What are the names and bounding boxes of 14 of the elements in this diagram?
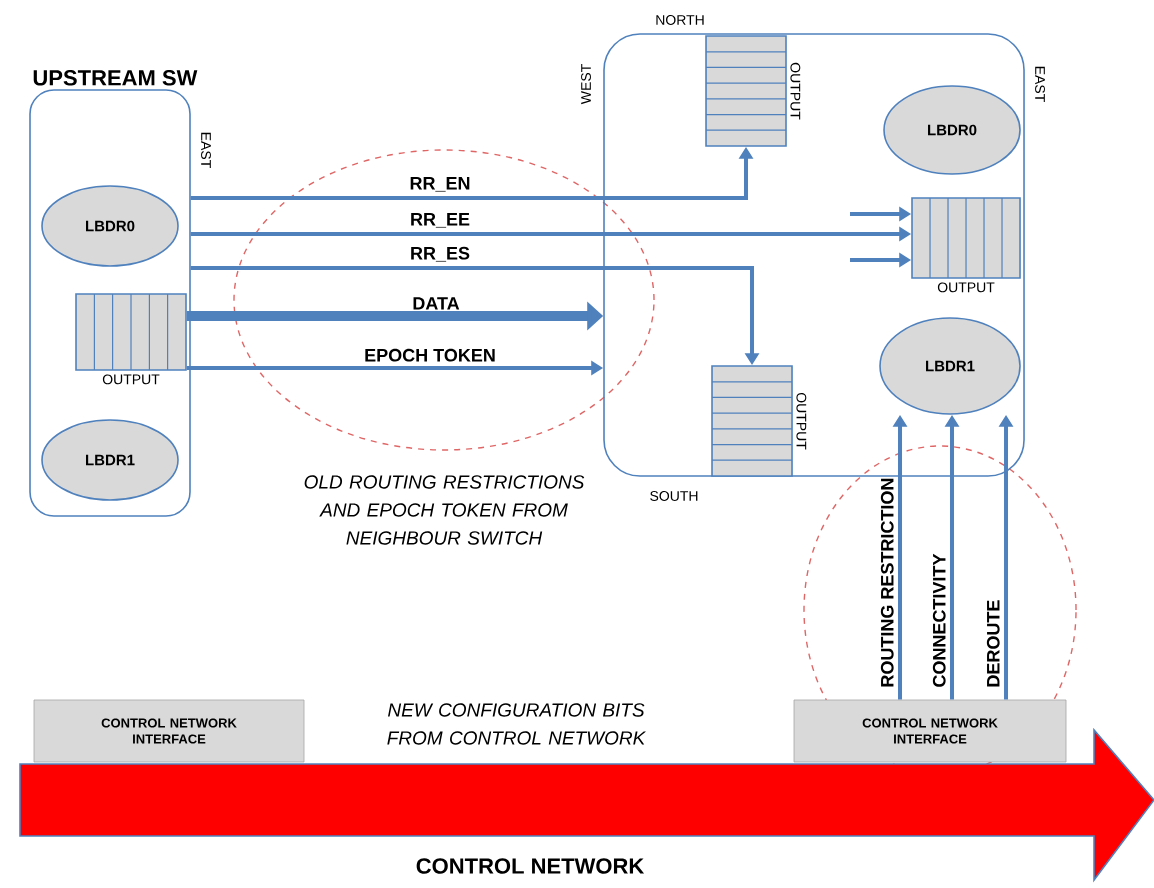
- edge-label: EPOCH TOKEN: [365, 348, 495, 362]
- edge-label: ROUTING RESTRICTION: [880, 478, 894, 687]
- control-network-arrow: [19, 727, 1154, 883]
- edge-label: RR_EE: [411, 213, 470, 228]
- note-text: OLD ROUTING RESTRICTIONS AND EPOCH TOKEN FROM NEIGHBOUR SWITCH: [304, 475, 585, 545]
- note-text: NEW CONFIGURATION BITS FROM CONTROL NETWORK: [387, 703, 646, 745]
- arrow-caption: CONTROL NETWORK: [416, 858, 645, 874]
- edge-label: DEROUTE: [986, 600, 1000, 687]
- switch-box: [603, 33, 1025, 477]
- edge-label: DATA: [413, 297, 460, 310]
- edge-label: RR_ES: [411, 246, 470, 262]
- node-label: UPSTREAM SW: [33, 70, 198, 86]
- edge-label: RR_EN: [410, 177, 470, 192]
- edge-label: CONNECTIVITY: [932, 553, 946, 687]
